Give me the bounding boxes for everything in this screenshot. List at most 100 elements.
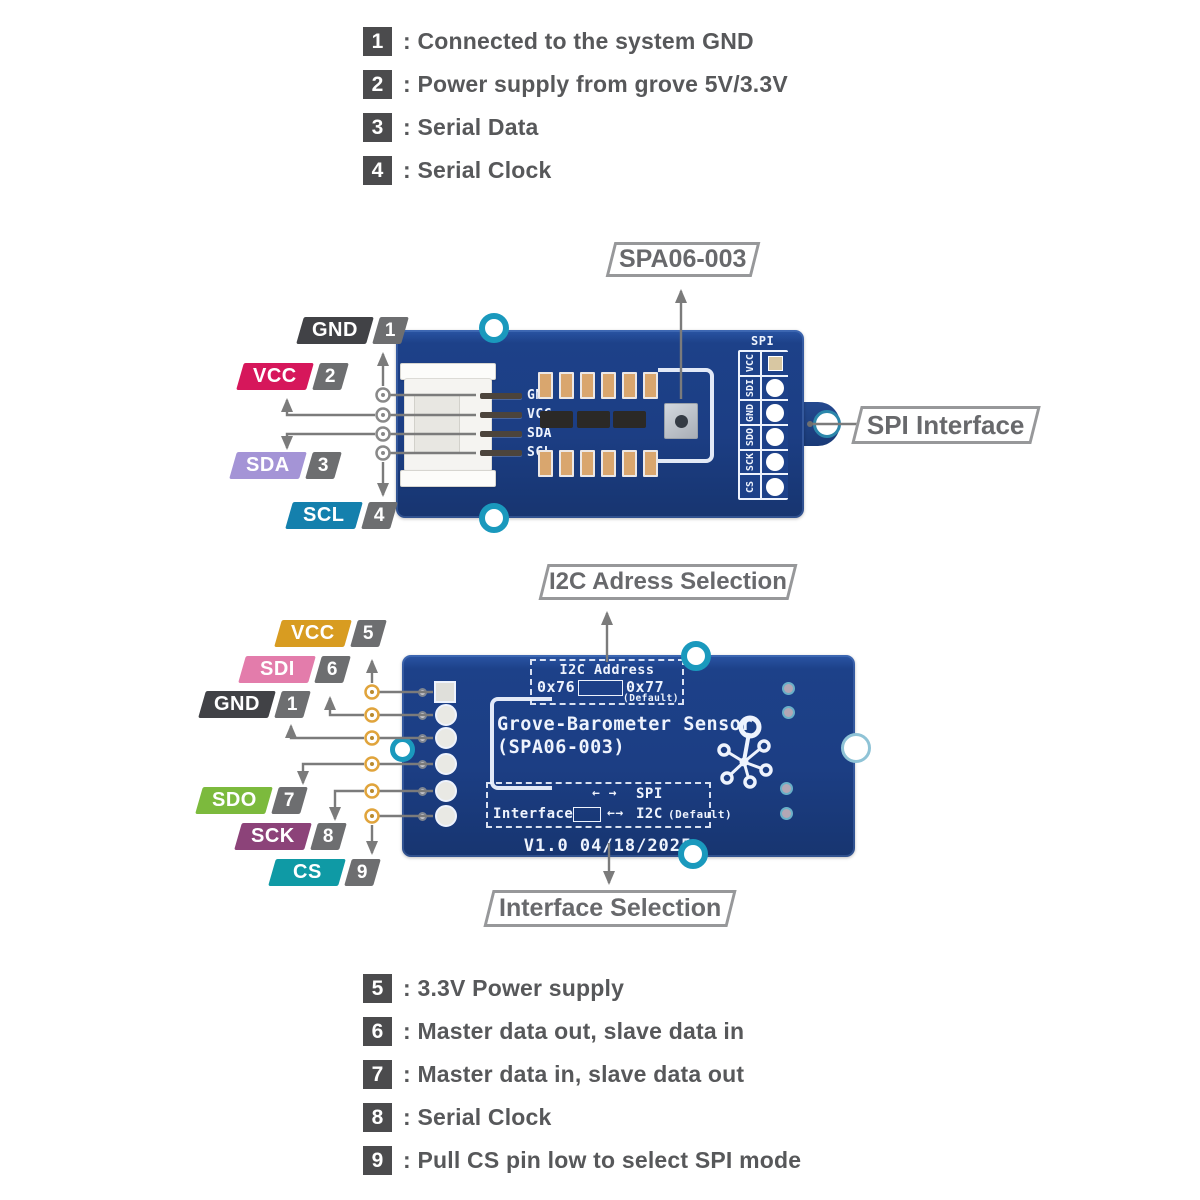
i2c-address-jumper-pads <box>578 680 623 696</box>
board-name-line1: Grove-Barometer Sensor <box>497 714 754 735</box>
via <box>418 760 427 769</box>
pin-tag-label: VCC <box>274 620 352 647</box>
solder-joint <box>780 807 793 820</box>
legend-number: 1 <box>363 27 392 56</box>
pin-tag-label: GND <box>296 317 374 344</box>
pin-tag-label: SDI <box>238 656 316 683</box>
pin-tag-sdi-back: SDI 6 <box>238 656 351 683</box>
spi-pin-label-cell: SCK <box>740 450 760 474</box>
pin-tag-number: 2 <box>312 363 349 390</box>
arrow-to-gnd1-tag <box>285 724 364 740</box>
pcb-back: I2C Address 0x76 0x77 (Default) Grove-Ba… <box>402 655 855 857</box>
pin-tag-sck-back: SCK 8 <box>234 823 347 850</box>
spi-pad-square <box>767 355 783 371</box>
solder-joint <box>782 706 795 719</box>
mounting-hole <box>479 503 509 533</box>
spi-pad-hole <box>766 403 784 422</box>
interface-i2c-arrow: ←→ <box>607 806 624 821</box>
spi-pin-label-cell: CS <box>740 475 760 498</box>
pin-tag-vcc-front: VCC 2 <box>236 363 349 390</box>
pin-tag-number: 4 <box>361 502 398 529</box>
legend-item-3: 3 : Serial Data <box>363 113 539 142</box>
header-pad <box>435 727 457 749</box>
pin-tag-number: 7 <box>271 787 308 814</box>
legend-item-9: 9 : Pull CS pin low to select SPI mode <box>363 1146 801 1175</box>
i2c-addr-default-note: (Default) <box>623 693 679 704</box>
i2c-addr-0x77: 0x77 <box>626 678 665 696</box>
interface-spi-option: SPI <box>636 786 663 802</box>
connector-pin <box>480 412 522 418</box>
board-name-line2: (SPA06-003) <box>497 737 626 758</box>
legend-number: 4 <box>363 156 392 185</box>
arrow-to-sdo7-tag <box>297 762 364 785</box>
legend-item-2: 2 : Power supply from grove 5V/3.3V <box>363 70 788 99</box>
smd-transistor <box>577 411 610 428</box>
arrow-to-sck8-tag <box>329 789 364 821</box>
spi-pin-label: SDI <box>744 378 756 398</box>
solder-joint <box>780 782 793 795</box>
spi-header: VCC SDI GND SDO SCK CS <box>738 350 788 500</box>
callout-chip: SPA06-003 <box>605 242 761 277</box>
legend-number: 6 <box>363 1017 392 1046</box>
smd-resistor <box>622 450 637 477</box>
via <box>418 787 427 796</box>
spi-pin-label-cell: VCC <box>740 352 760 375</box>
silk-spi-title: SPI <box>751 334 775 348</box>
legend-number: 5 <box>363 974 392 1003</box>
connector-pin <box>480 431 522 437</box>
pin-tag-number: 5 <box>350 620 387 647</box>
header-pad <box>435 753 457 775</box>
silk-bracket <box>658 368 714 463</box>
via <box>418 812 427 821</box>
smd-resistor <box>643 372 658 399</box>
via <box>418 711 427 720</box>
legend-number: 9 <box>363 1146 392 1175</box>
pin-tag-label: GND <box>198 691 276 718</box>
spi-pad-cell <box>762 376 788 400</box>
legend-text: : 3.3V Power supply <box>403 975 625 1001</box>
spi-pad-cell <box>762 450 788 474</box>
legend-text: : Power supply from grove 5V/3.3V <box>403 71 788 97</box>
grove-connector-cavity <box>414 394 460 454</box>
arrow-to-sdi6-tag <box>324 696 364 717</box>
interface-label: Interface <box>493 806 574 822</box>
spi-pin-label-cell: SDO <box>740 425 760 449</box>
spi-pin-label: CS <box>744 480 756 493</box>
mounting-hole <box>479 313 509 343</box>
edge-notch <box>841 733 871 763</box>
legend-item-7: 7 : Master data in, slave data out <box>363 1060 744 1089</box>
mounting-hole <box>678 839 708 869</box>
interface-i2c-option: I2C <box>636 806 663 822</box>
spi-pad-hole <box>766 428 784 447</box>
pcb-front: GND VCC SDA SCL SPI VCC SDI GND <box>396 330 804 518</box>
smd-resistor <box>580 372 595 399</box>
pin-tag-label: CS <box>268 859 346 886</box>
silk-bracket <box>490 697 552 790</box>
pin-tag-number: 1 <box>274 691 311 718</box>
smd-resistor <box>538 372 553 399</box>
smd-transistor <box>540 411 573 428</box>
smd-resistor <box>538 450 553 477</box>
legend-item-5: 5 : 3.3V Power supply <box>363 974 624 1003</box>
spi-pad-hole <box>766 378 784 397</box>
header-pad <box>435 780 457 802</box>
pin-tag-number: 3 <box>305 452 342 479</box>
legend-text: : Master data in, slave data out <box>403 1061 745 1087</box>
pin-tag-number: 1 <box>372 317 409 344</box>
solder-joint <box>782 682 795 695</box>
mounting-hole <box>681 641 711 671</box>
legend-item-1: 1 : Connected to the system GND <box>363 27 754 56</box>
spi-pad-cell <box>762 352 788 375</box>
callout-interface-selection: Interface Selection <box>483 890 737 927</box>
interface-default-note: (Default) <box>668 808 733 821</box>
spi-pin-label: SDO <box>744 428 756 447</box>
spi-pad-hole <box>766 477 784 496</box>
grove-connector-flange <box>400 470 496 487</box>
spi-pin-label-cell: SDI <box>740 376 760 400</box>
pin-tag-label: SCL <box>285 502 363 529</box>
i2c-address-silk-box: I2C Address 0x76 0x77 (Default) <box>530 659 684 705</box>
silk-pin-label: SDA <box>527 426 552 441</box>
i2c-addr-0x76: 0x76 <box>537 678 576 696</box>
legend-text: : Serial Clock <box>403 1104 552 1130</box>
